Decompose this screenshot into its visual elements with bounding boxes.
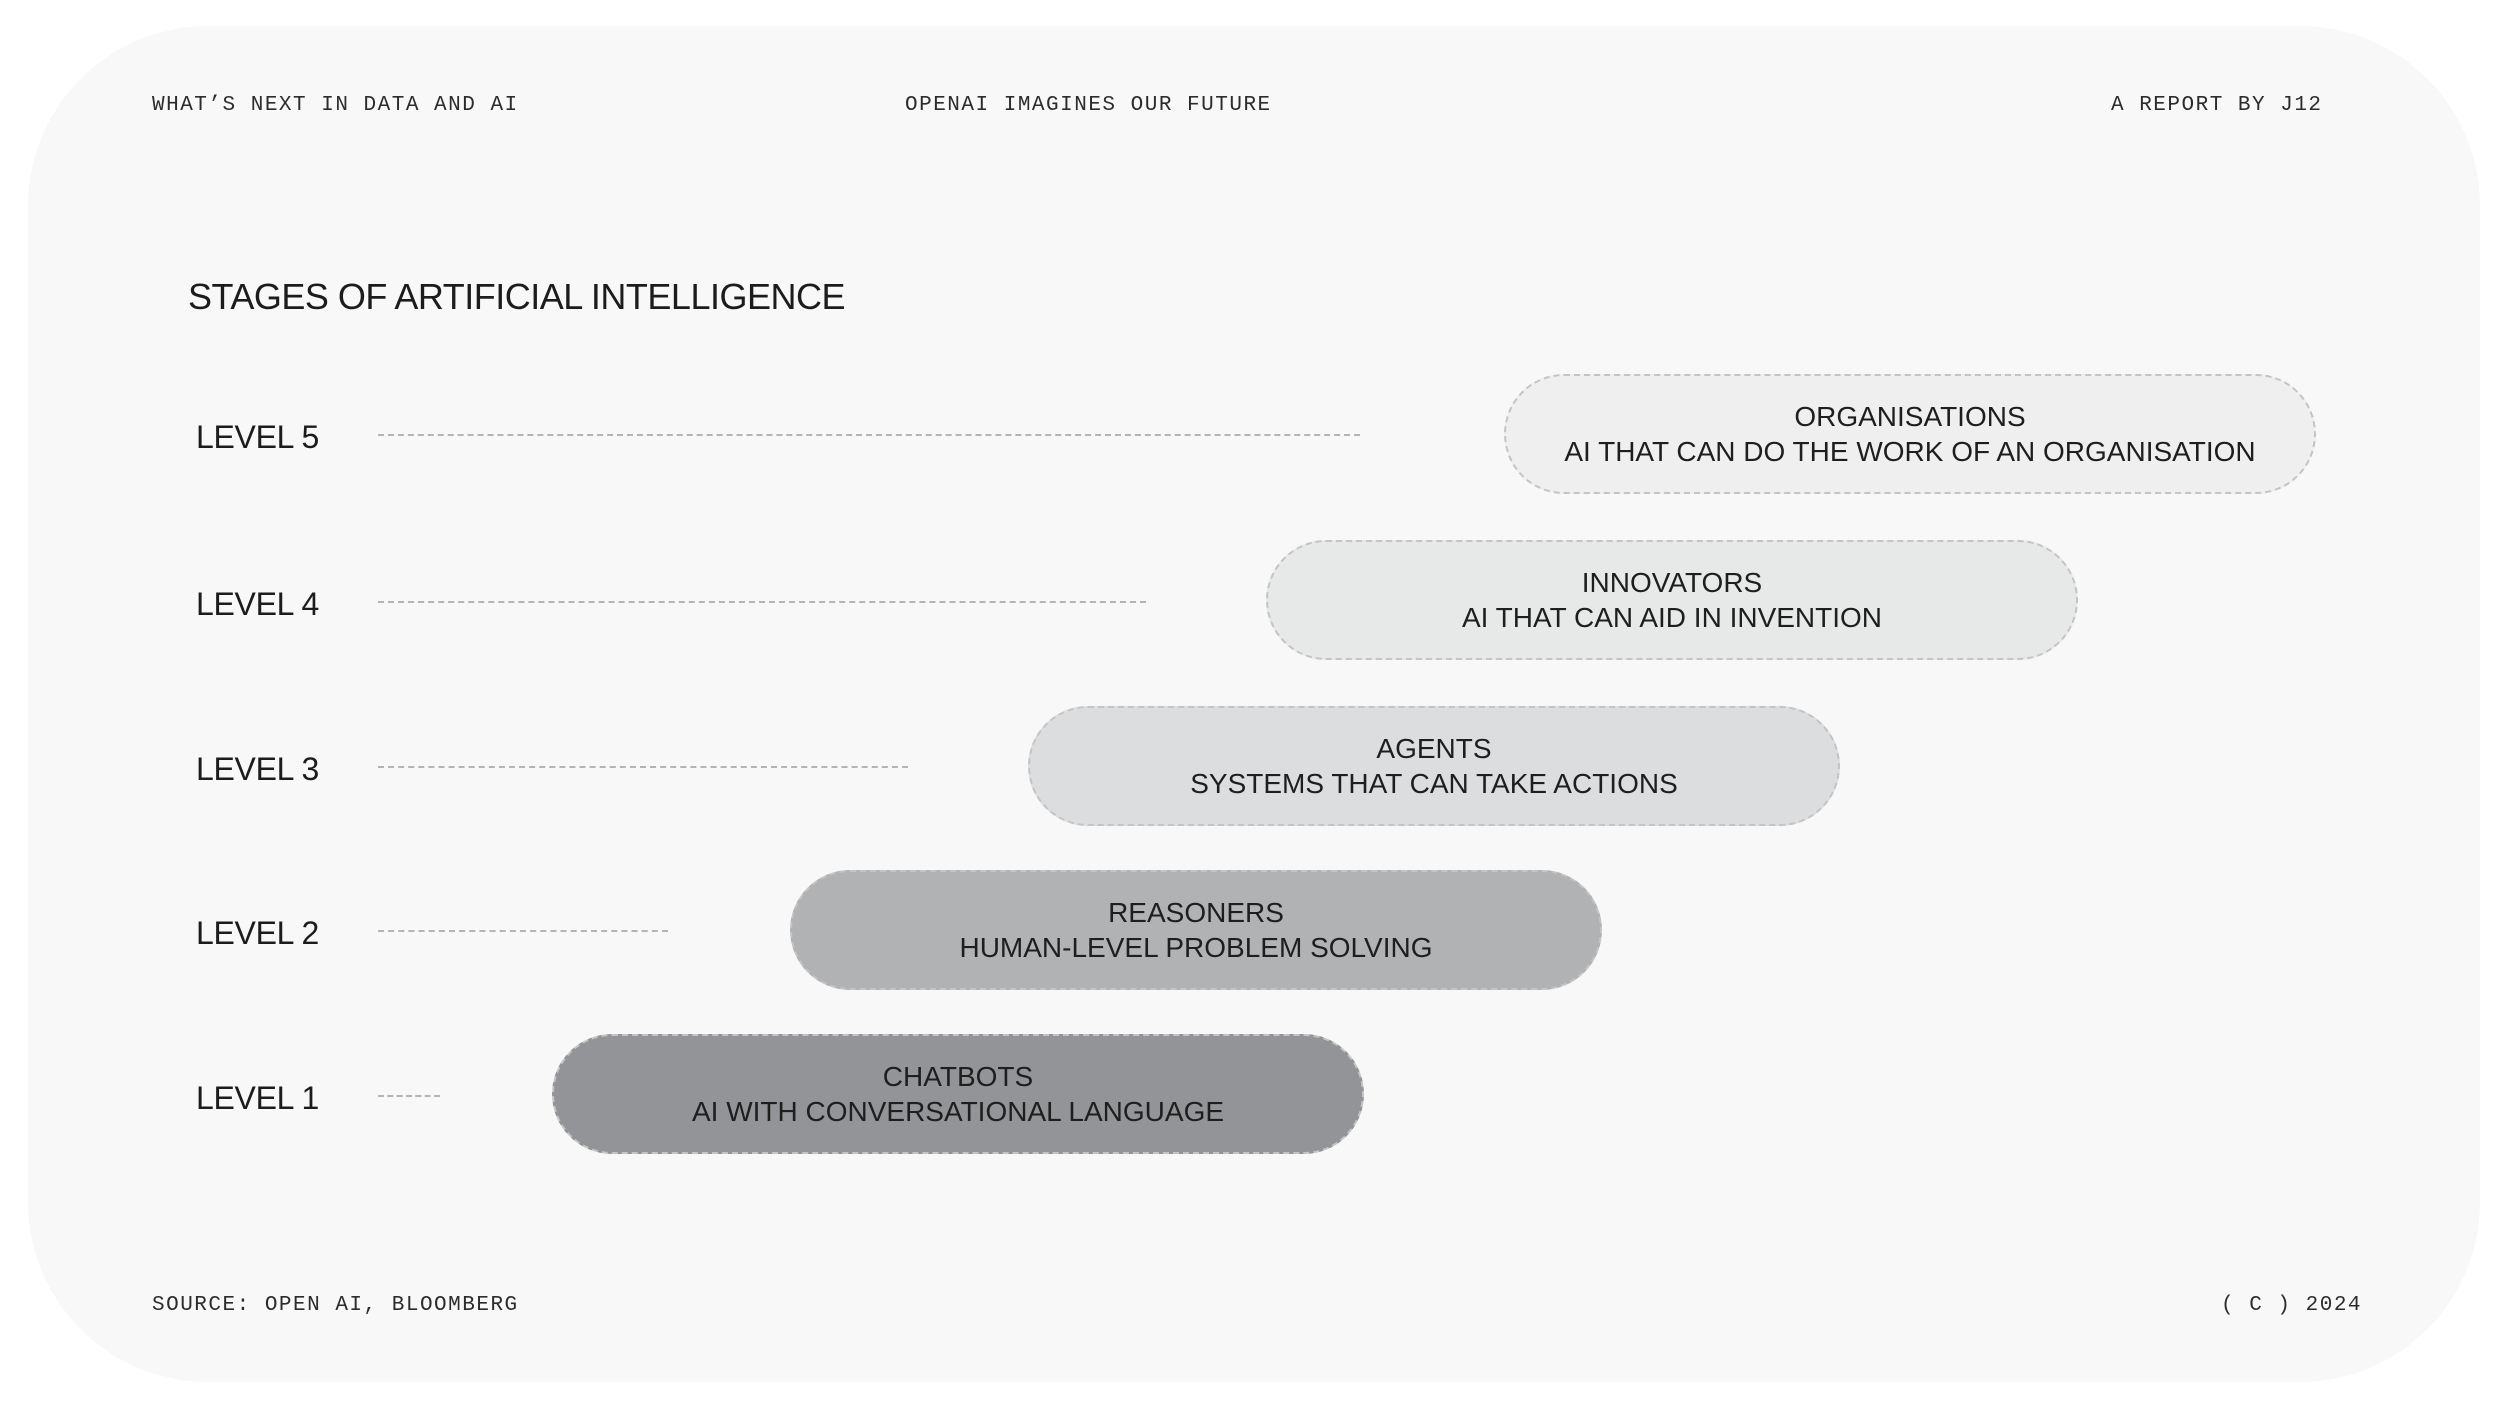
header-center: OPENAI IMAGINES OUR FUTURE [905,94,1272,117]
level-5-name: ORGANISATIONS [1794,401,2026,432]
level-4-label: LEVEL 4 [196,586,320,622]
level-5-pill: ORGANISATIONS AI THAT CAN DO THE WORK OF… [1504,374,2316,494]
level-5-label: LEVEL 5 [196,419,320,455]
level-1-label: LEVEL 1 [196,1080,320,1116]
header-left: WHAT’S NEXT IN DATA AND AI [152,94,519,117]
level-3-pill: AGENTS SYSTEMS THAT CAN TAKE ACTIONS [1028,706,1840,826]
level-2-label: LEVEL 2 [196,915,320,951]
level-5-connector [378,434,1360,436]
level-2-name: REASONERS [1108,897,1284,928]
header-right: A REPORT BY J12 [2111,94,2323,117]
level-5-description: AI THAT CAN DO THE WORK OF AN ORGANISATI… [1564,436,2256,467]
level-4-connector [378,601,1146,603]
level-1-pill: CHATBOTS AI WITH CONVERSATIONAL LANGUAGE [552,1034,1364,1154]
level-3-name: AGENTS [1376,733,1492,764]
level-4-name: INNOVATORS [1581,567,1763,598]
level-1-connector [378,1095,440,1097]
footer-source: SOURCE: OPEN AI, BLOOMBERG [152,1294,519,1317]
level-1-description: AI WITH CONVERSATIONAL LANGUAGE [691,1096,1225,1127]
footer-copyright: ( C ) 2024 [2221,1294,2363,1317]
level-1-name: CHATBOTS [882,1061,1034,1092]
level-2-description: HUMAN-LEVEL PROBLEM SOLVING [959,932,1433,963]
level-2-connector [378,930,668,932]
diagram-title: STAGES OF ARTIFICIAL INTELLIGENCE [188,276,846,317]
level-3-label: LEVEL 3 [196,751,320,787]
level-2-pill: REASONERS HUMAN-LEVEL PROBLEM SOLVING [790,870,1602,990]
level-4-description: AI THAT CAN AID IN INVENTION [1461,602,1883,633]
level-3-description: SYSTEMS THAT CAN TAKE ACTIONS [1190,768,1678,799]
level-4-pill: INNOVATORS AI THAT CAN AID IN INVENTION [1266,540,2078,660]
level-3-connector [378,766,908,768]
slide-card: WHAT’S NEXT IN DATA AND AI OPENAI IMAGIN… [28,26,2480,1382]
